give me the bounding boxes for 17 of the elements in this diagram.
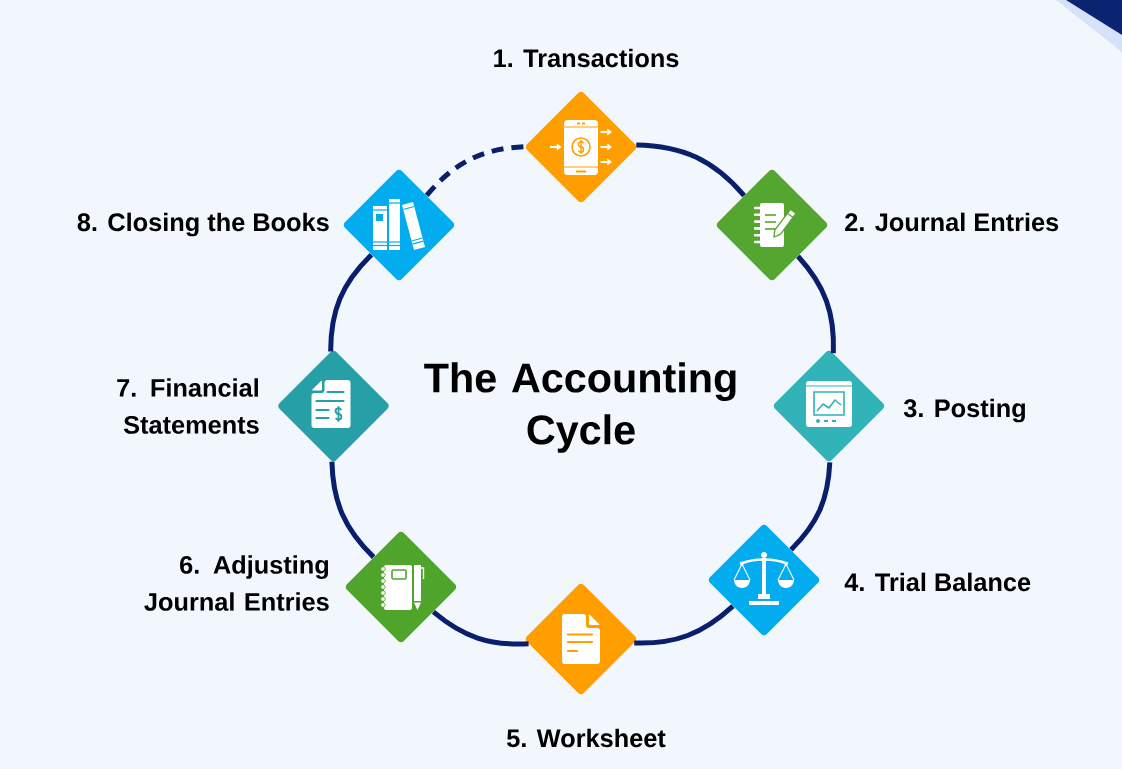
connector-line [431, 609, 529, 647]
connector-line [789, 462, 833, 552]
step-label: 6. Adjusting Journal Entries [144, 555, 329, 611]
connector-line [328, 253, 374, 352]
step-label: 1. Transactions [494, 48, 679, 68]
step-label: 7. Financial Statements [117, 378, 259, 434]
title: The Accounting Cycle [424, 362, 736, 453]
connector-line [796, 254, 836, 354]
connector-line [634, 604, 735, 646]
connector-line [329, 461, 376, 559]
step-label: 2. Journal Entries [845, 212, 1059, 232]
step-label: 5. Worksheet [507, 728, 666, 748]
step-label: 4. Trial Balance [844, 572, 1031, 592]
connector-line [424, 144, 525, 198]
step-label: 8. Closing the Books [77, 212, 329, 237]
step-label: 3. Posting [903, 398, 1025, 423]
connector-line [636, 142, 746, 198]
